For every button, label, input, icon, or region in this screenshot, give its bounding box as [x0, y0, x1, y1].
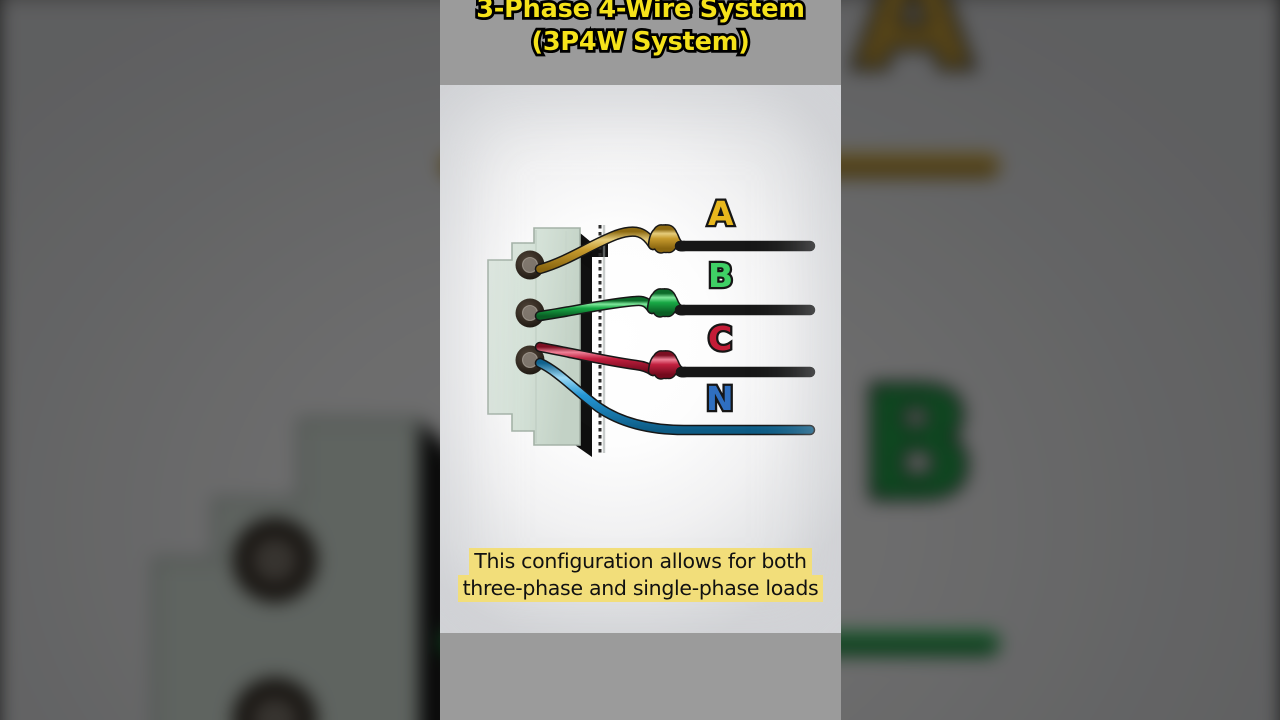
dashed-divider	[598, 225, 606, 453]
conductor-b[interactable]	[534, 288, 816, 322]
caption-line-2: three-phase and single-phase loads	[457, 575, 824, 602]
backdrop-terminal-block	[152, 417, 455, 720]
letterbox-band-bottom	[440, 633, 841, 720]
caption: This configuration allows for both three…	[440, 548, 841, 602]
wiring-diagram: A B C N	[487, 192, 816, 457]
conductor-c[interactable]	[534, 341, 816, 380]
conductor-n[interactable]	[534, 357, 816, 436]
label-c: C	[708, 319, 732, 358]
label-a: A	[708, 194, 734, 233]
phase-labels: A B C N	[704, 192, 737, 421]
letterbox-band-top	[440, 0, 841, 85]
label-b: B	[708, 256, 733, 295]
conductor-a[interactable]	[534, 224, 816, 275]
label-n: N	[706, 379, 734, 418]
page-title: 3-Phase 4-Wire System (3P4W System)	[473, 0, 807, 60]
backdrop-label-b: B	[855, 358, 978, 532]
caption-line-1: This configuration allows for both	[469, 548, 812, 575]
backdrop-label-a: A	[850, 0, 975, 102]
terminal-block[interactable]	[487, 227, 581, 446]
